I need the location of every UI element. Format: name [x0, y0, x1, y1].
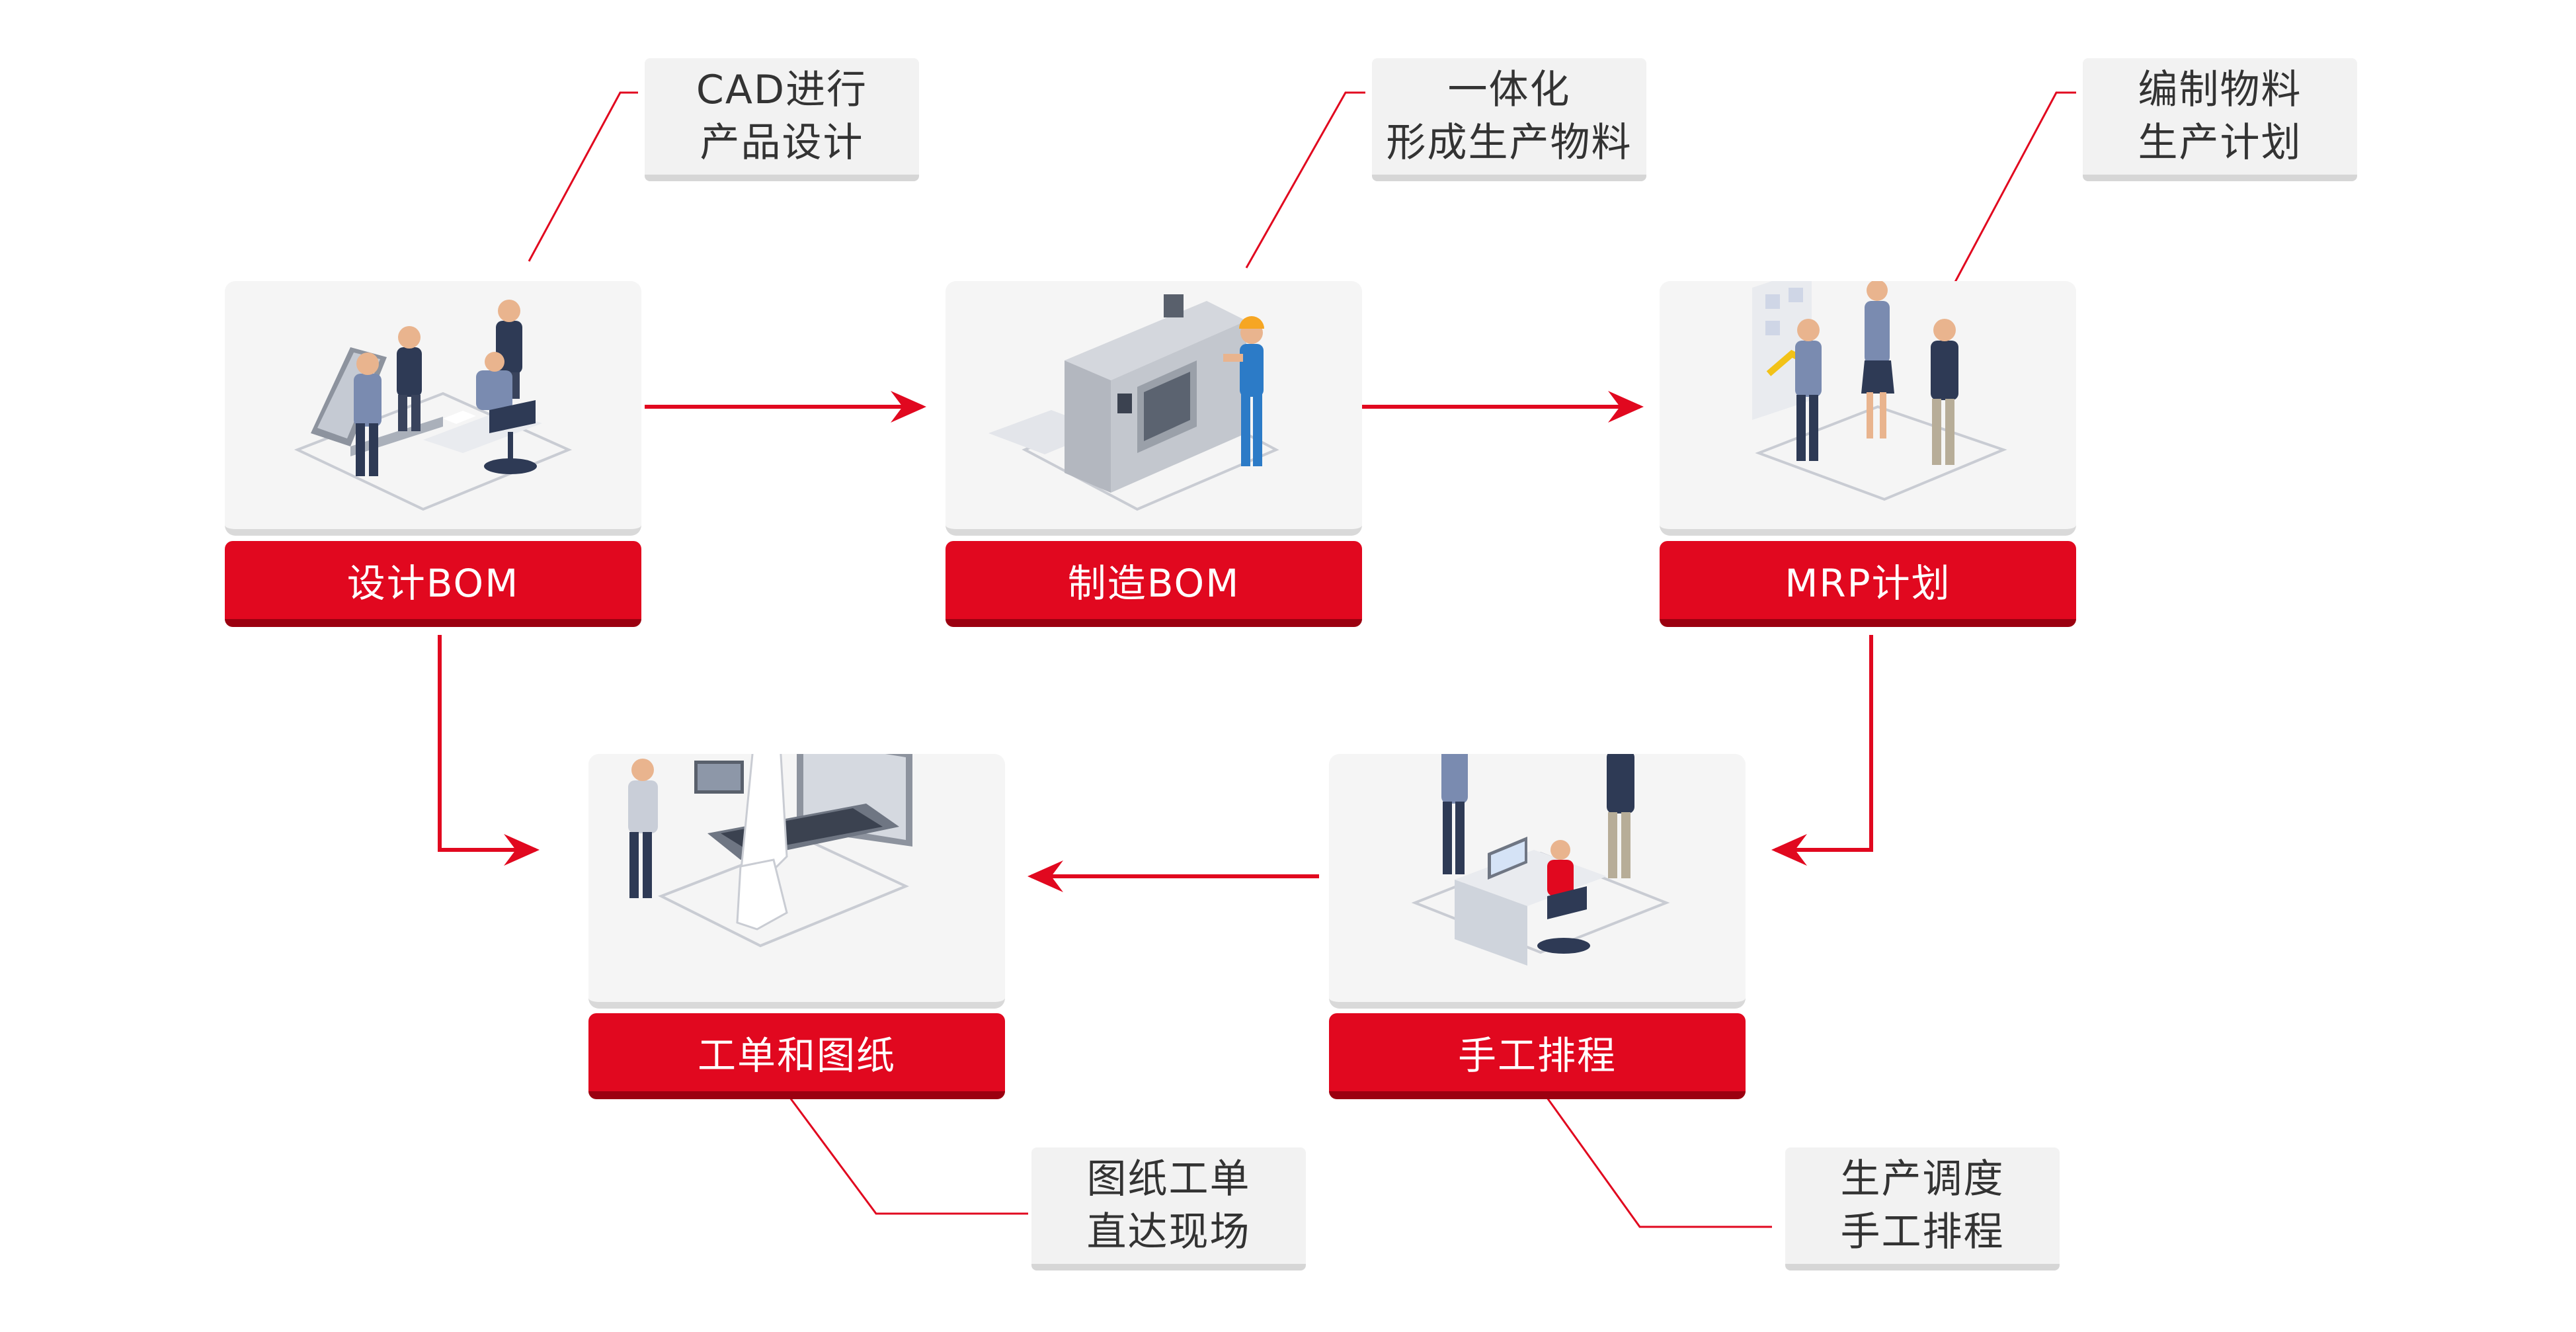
leader-line-design — [528, 91, 638, 262]
card-work-orders-drawings — [588, 754, 1005, 1009]
callout-work-orders: 图纸工单 直达现场 — [1031, 1147, 1306, 1270]
card-manual-scheduling — [1329, 754, 1746, 1009]
leader-line-mrp — [1952, 91, 2076, 285]
callout-line-2: 生产计划 — [2138, 120, 2302, 166]
callout-manufacturing-bom: 一体化 形成生产物料 — [1372, 58, 1646, 181]
scheduling-office-illustration — [1411, 754, 1670, 966]
callout-design-bom: CAD进行 产品设计 — [645, 58, 919, 181]
callout-line-2: 手工排程 — [1840, 1209, 2005, 1255]
node-work-orders-drawings: 工单和图纸 — [588, 1013, 1005, 1099]
planning-meeting-illustration — [1752, 281, 2007, 501]
callout-line-2: 产品设计 — [700, 120, 864, 166]
callout-line-1: 图纸工单 — [1086, 1156, 1251, 1202]
design-team-illustration — [294, 300, 573, 511]
callout-line-2: 直达现场 — [1086, 1209, 1251, 1255]
cnc-machine-illustration — [988, 294, 1279, 511]
leader-line-workorders — [789, 1097, 1028, 1215]
leader-line-scheduling — [1546, 1097, 1772, 1228]
callout-line-1: 一体化 — [1447, 67, 1571, 113]
printing-drawings-illustration — [628, 754, 912, 948]
arrow-mrp-to-scheduling — [1771, 635, 1873, 866]
callout-line-1: 编制物料 — [2138, 67, 2302, 113]
node-design-bom: 设计BOM — [225, 541, 641, 627]
callout-line-1: 生产调度 — [1840, 1156, 2005, 1202]
callout-line-1: CAD进行 — [696, 67, 868, 113]
card-design-bom — [225, 281, 641, 536]
node-manufacturing-bom: 制造BOM — [946, 541, 1362, 627]
callout-manual-scheduling: 生产调度 手工排程 — [1785, 1147, 2060, 1270]
callout-mrp-plan: 编制物料 生产计划 — [2083, 58, 2357, 181]
node-mrp-plan: MRP计划 — [1660, 541, 2076, 627]
leader-line-manufacturing — [1245, 91, 1365, 269]
card-mrp-plan — [1660, 281, 2076, 536]
node-manual-scheduling: 手工排程 — [1329, 1013, 1746, 1099]
arrow-design-to-workorders — [438, 635, 540, 866]
callout-line-2: 形成生产物料 — [1386, 120, 1632, 166]
card-manufacturing-bom — [946, 281, 1362, 536]
